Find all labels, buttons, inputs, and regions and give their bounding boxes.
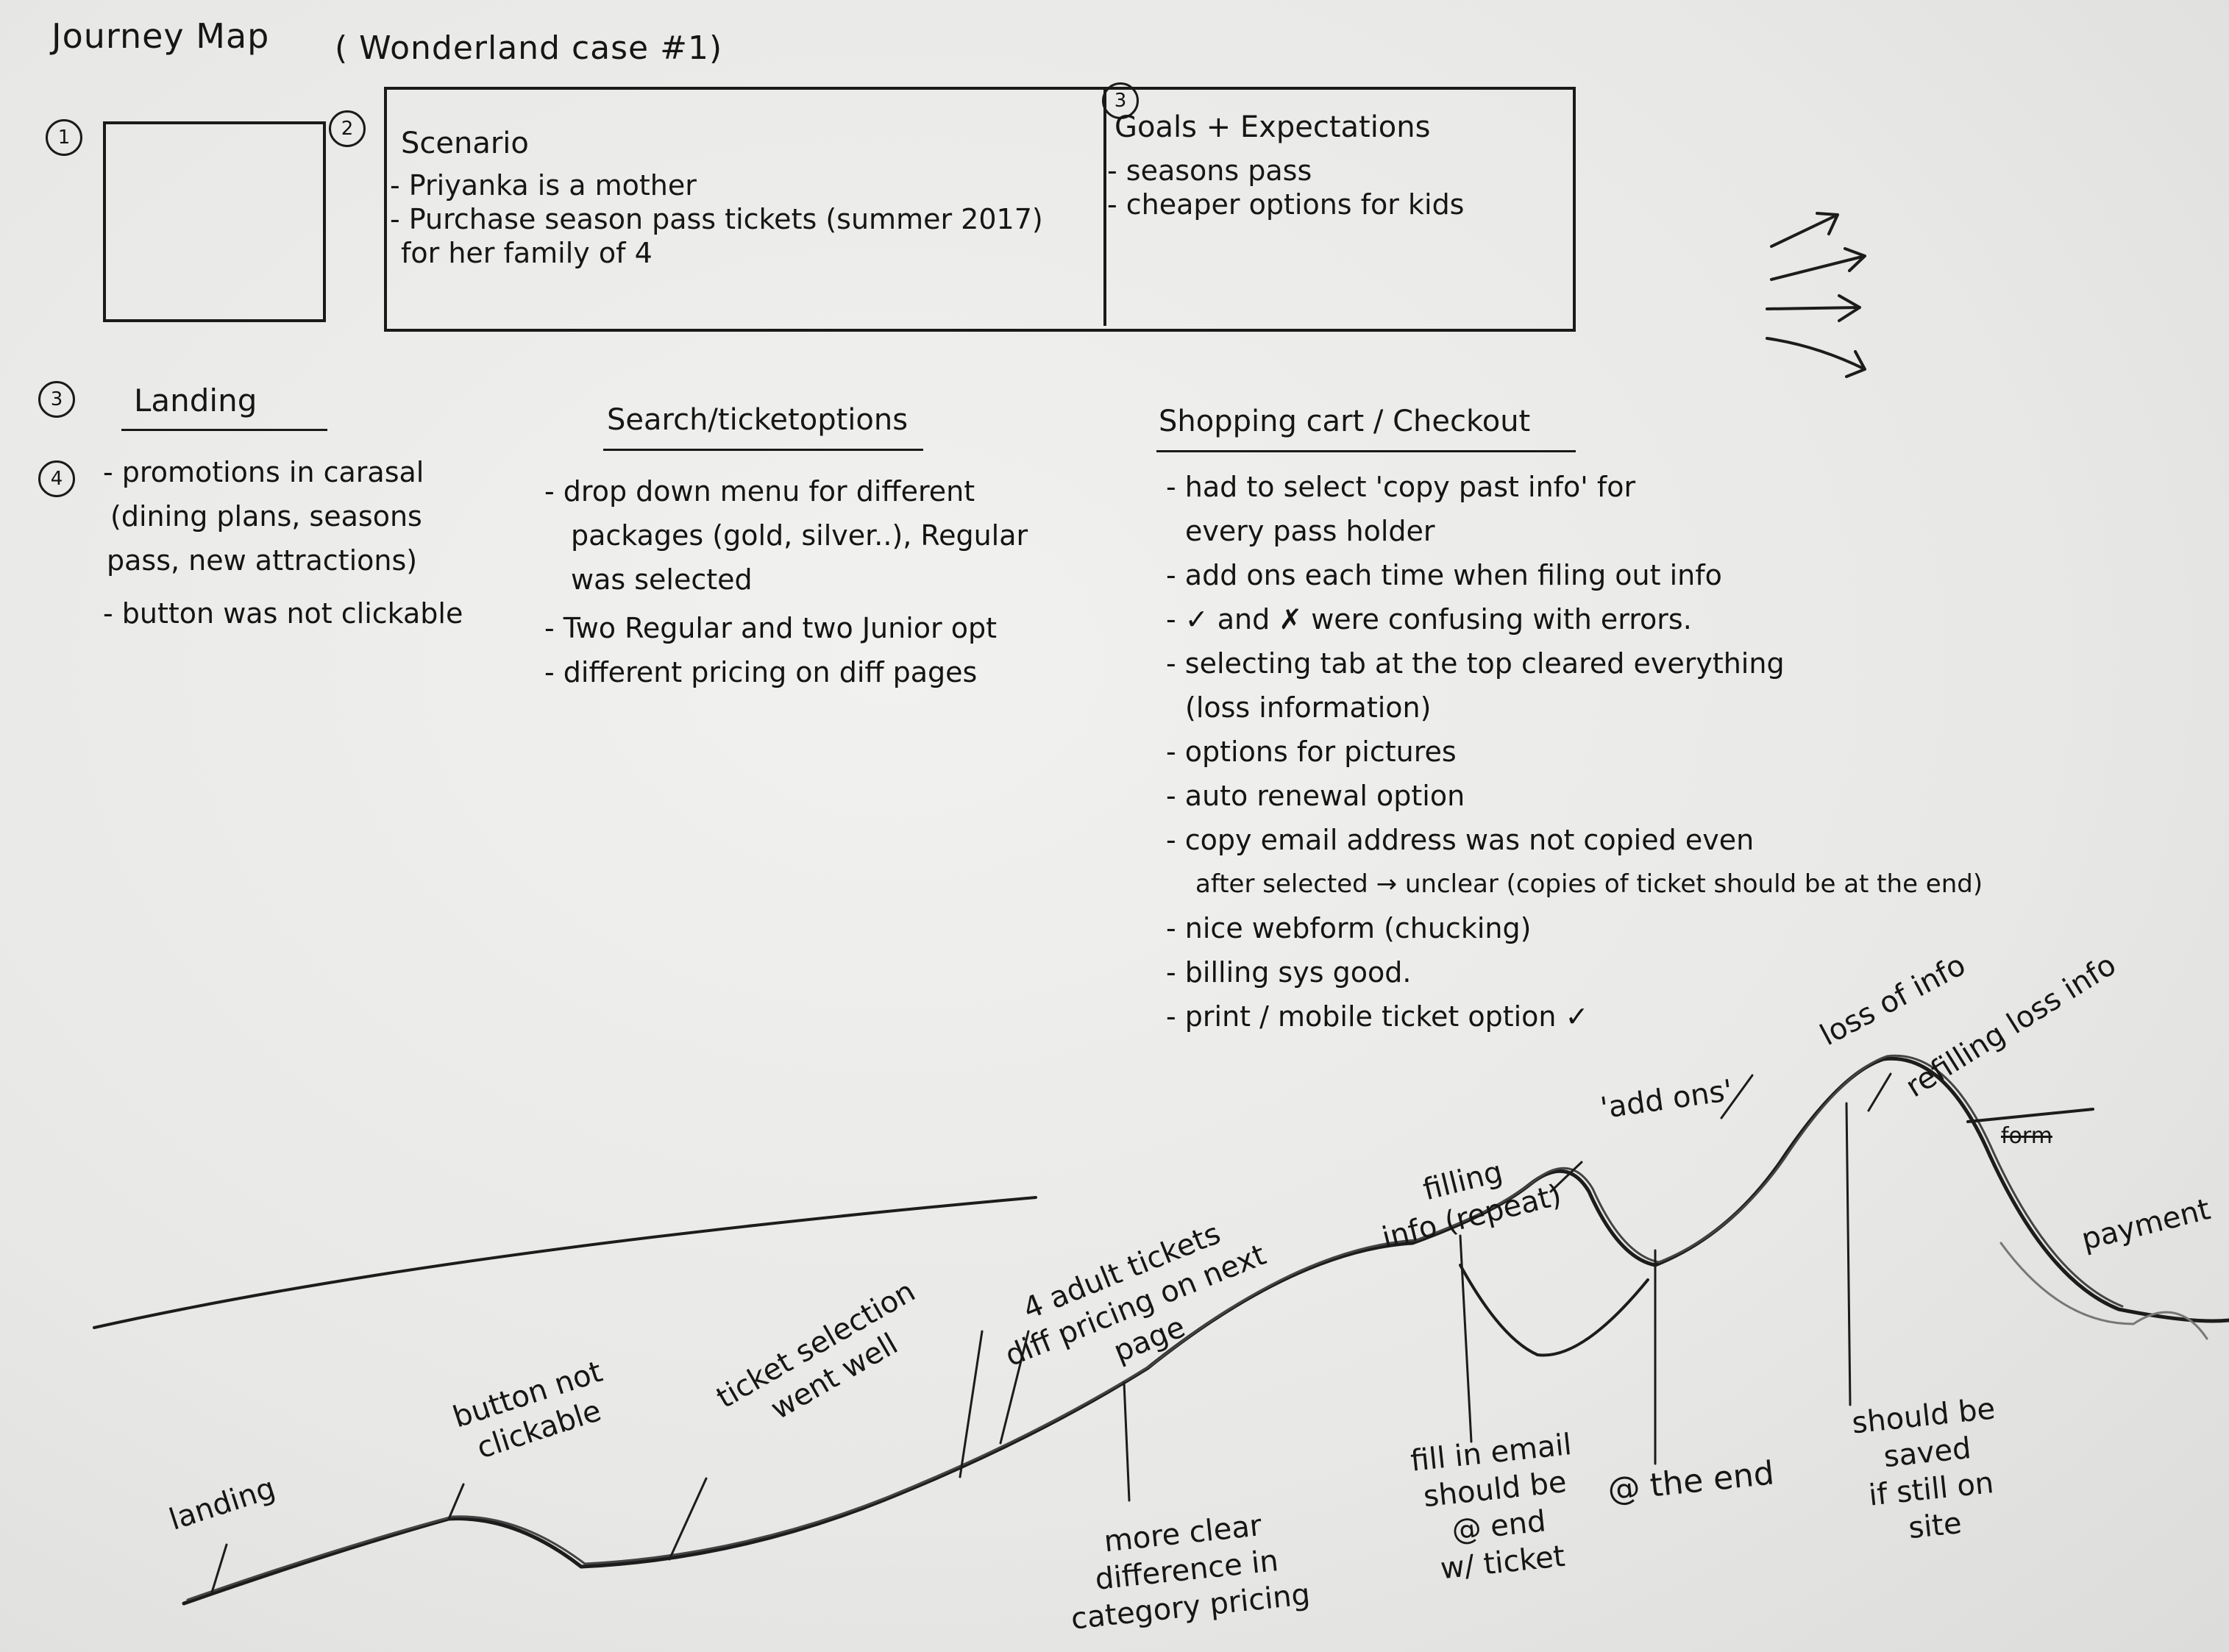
list-item: - copy email address was not copied even <box>1166 824 1755 856</box>
scenario-line-1: - Priyanka is a mother <box>390 169 697 202</box>
list-item: (dining plans, seasons <box>110 500 422 533</box>
list-item: - promotions in carasal <box>103 456 424 488</box>
list-item: - add ons each time when filing out info <box>1166 559 1722 591</box>
list-item: was selected <box>571 563 753 596</box>
goals-line-1: - seasons pass <box>1107 154 1312 187</box>
list-item: - button was not clickable <box>103 597 463 630</box>
step-marker-promotions: 4 <box>38 460 75 497</box>
list-item: - options for pictures <box>1166 736 1457 768</box>
goals-line-2: - cheaper options for kids <box>1107 188 1465 221</box>
page-title: Journey Map <box>51 16 270 56</box>
goals-heading: Goals + Expectations <box>1114 110 1431 144</box>
step-marker-1: 1 <box>46 119 82 156</box>
list-item: - Two Regular and two Junior opt <box>544 612 997 644</box>
scenario-line-3: for her family of 4 <box>401 237 653 269</box>
landing-underline <box>121 429 327 431</box>
list-item: after selected → unclear (copies of tick… <box>1195 869 1983 899</box>
step-marker-2: 2 <box>329 110 366 147</box>
scenario-heading: Scenario <box>401 127 529 160</box>
list-item: - print / mobile ticket option ✓ <box>1166 1000 1589 1033</box>
checkout-heading: Shopping cart / Checkout <box>1159 405 1531 438</box>
list-item: - drop down menu for different <box>544 475 975 508</box>
search-underline <box>603 449 923 451</box>
checkout-list: - had to select 'copy past info' for eve… <box>1166 465 1983 1039</box>
list-item: - nice webform (chucking) <box>1166 912 1532 944</box>
search-heading: Search/ticketoptions <box>607 403 909 437</box>
landing-heading: Landing <box>134 382 257 419</box>
list-item: - billing sys good. <box>1166 956 1412 989</box>
persona-image-box <box>103 121 326 322</box>
scenario-goals-divider <box>1103 87 1106 326</box>
list-item: - selecting tab at the top cleared every… <box>1166 647 1785 680</box>
curve-note-fillemail: fill in email should be @ end w/ ticket <box>1409 1428 1574 1587</box>
scenario-box <box>384 87 1576 332</box>
scenario-line-2: - Purchase season pass tickets (summer 2… <box>390 203 1043 235</box>
curve-note-form: form <box>2001 1123 2052 1149</box>
list-item: - had to select 'copy past info' for <box>1166 471 1636 503</box>
list-item: packages (gold, silver..), Regular <box>571 519 1028 552</box>
step-marker-3: 3 <box>1102 82 1139 119</box>
list-item: - auto renewal option <box>1166 780 1465 812</box>
search-list: - drop down menu for different packages … <box>544 469 1028 694</box>
list-item: (loss information) <box>1185 691 1432 724</box>
list-item: - ✓ and ✗ were confusing with errors. <box>1166 603 1692 635</box>
list-item: - different pricing on diff pages <box>544 656 978 688</box>
curve-note-saved: should be saved if still on site <box>1850 1392 1997 1546</box>
step-marker-landing: 3 <box>38 381 75 418</box>
page-subtitle: ( Wonderland case #1) <box>335 29 723 67</box>
checkout-underline <box>1156 450 1576 452</box>
list-item: every pass holder <box>1185 515 1435 547</box>
list-item: pass, new attractions) <box>107 544 418 577</box>
landing-list: - promotions in carasal (dining plans, s… <box>103 450 463 635</box>
